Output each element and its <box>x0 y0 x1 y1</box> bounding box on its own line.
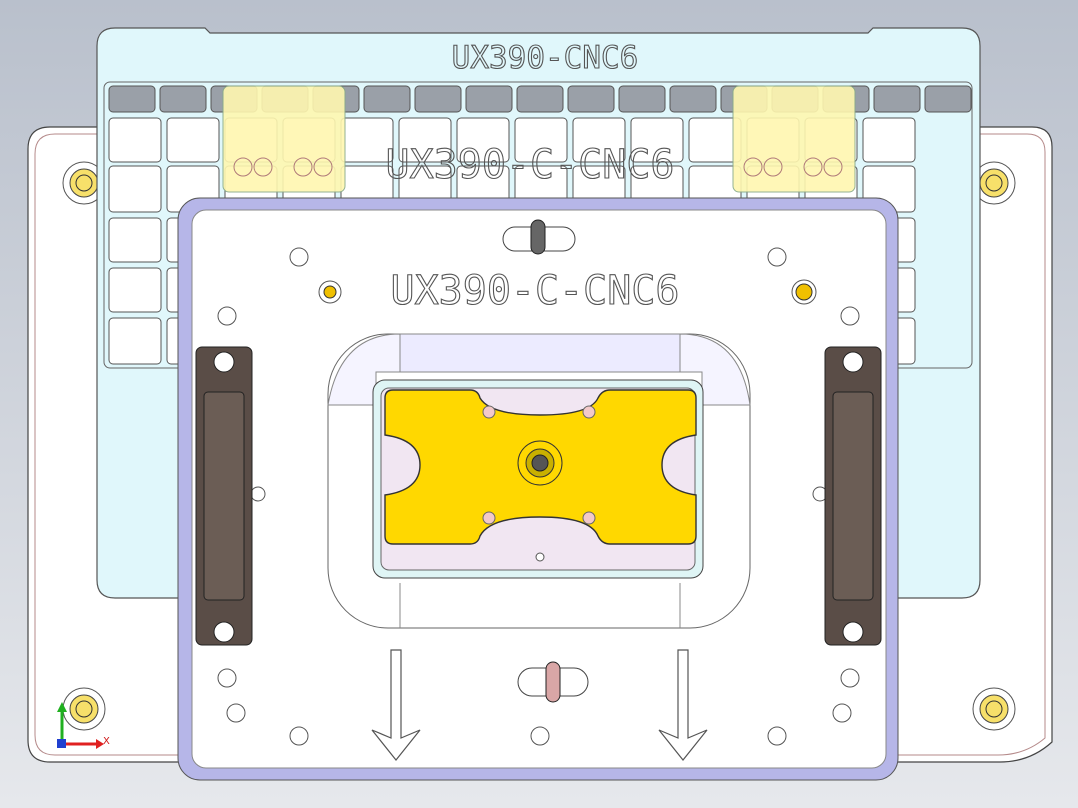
key-cap <box>108 267 162 313</box>
axis-x-label: X <box>103 736 110 747</box>
key-cap <box>414 85 462 113</box>
handle-icon[interactable] <box>195 346 253 646</box>
base-screw-top-left <box>62 161 106 205</box>
middle-plate-label: UX390-C-CNC6 <box>386 142 675 188</box>
key-cap <box>159 85 207 113</box>
locating-pin-icon <box>502 219 576 255</box>
locating-pin-icon <box>517 661 589 703</box>
key-cap <box>108 117 162 163</box>
base-screw-bottom-right <box>972 687 1016 731</box>
base-screw-bottom-left <box>62 687 106 731</box>
front-plate-holes <box>217 247 860 746</box>
key-cap <box>924 85 972 113</box>
workpiece <box>384 389 697 562</box>
key-cap <box>108 317 162 365</box>
base-screw-top-right <box>972 161 1016 205</box>
arrow-down-icon <box>371 649 421 761</box>
key-cap <box>618 85 666 113</box>
key-cap <box>108 165 162 213</box>
key-cap <box>567 85 615 113</box>
dowel-pins <box>318 279 817 305</box>
key-cap <box>572 117 626 163</box>
key-cap <box>514 117 568 163</box>
key-cap <box>630 117 684 163</box>
handle-icon[interactable] <box>824 346 882 646</box>
key-cap <box>363 85 411 113</box>
key-cap <box>456 117 510 163</box>
front-plate-label: UX390-C-CNC6 <box>391 268 680 314</box>
key-cap <box>516 85 564 113</box>
top-plate-pads <box>222 85 856 193</box>
key-cap <box>108 217 162 263</box>
top-plate-label: UX390-CNC6 <box>452 40 639 76</box>
key-cap <box>669 85 717 113</box>
axis-triad-icon: X <box>57 702 110 749</box>
key-cap <box>465 85 513 113</box>
key-cap <box>873 85 921 113</box>
arrow-down-icon <box>658 649 708 761</box>
key-cap <box>166 117 220 163</box>
key-cap <box>108 85 156 113</box>
key-cap <box>862 117 916 163</box>
key-cap <box>398 117 452 163</box>
